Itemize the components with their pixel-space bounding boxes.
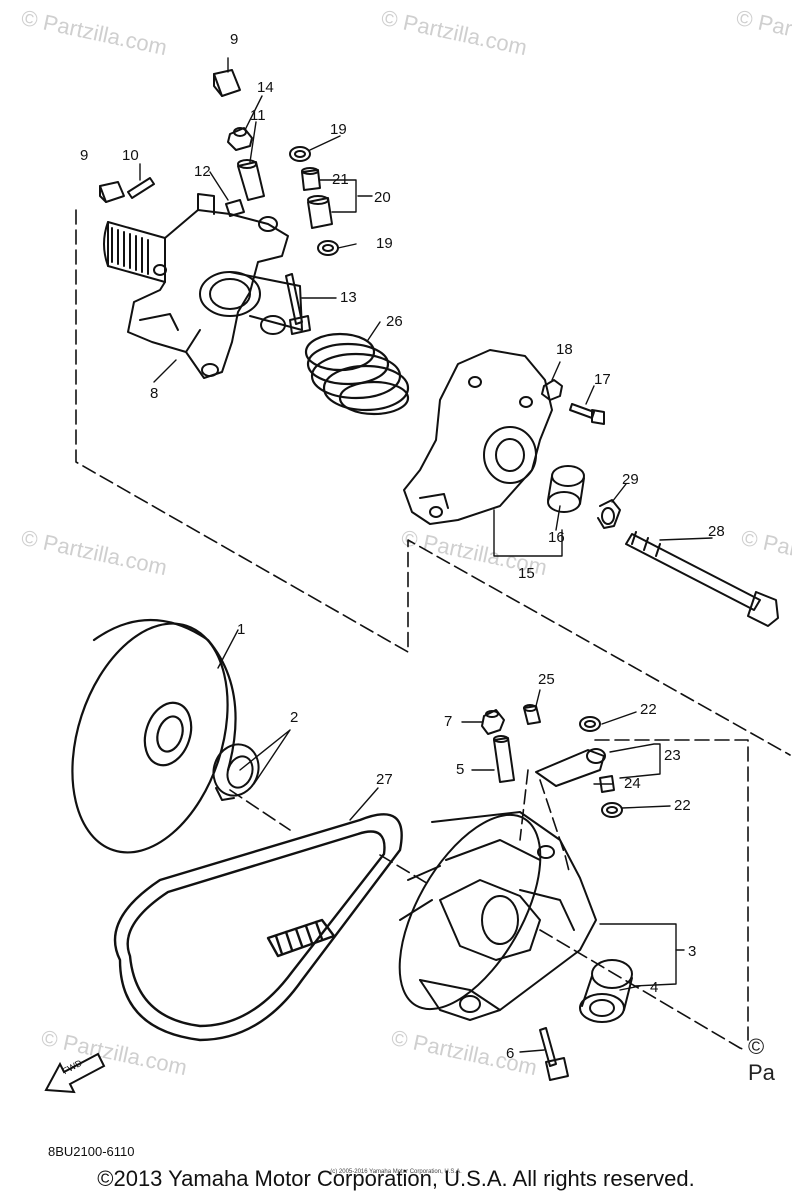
part-22-washer-b <box>601 802 623 818</box>
callout-25: 25 <box>538 671 555 688</box>
part-26-spring <box>304 332 410 416</box>
part-23-roller-arm <box>535 748 606 787</box>
callout-17: 17 <box>594 371 611 388</box>
edge-watermark: © Pa <box>748 1034 775 1085</box>
diagram-code: 8BU2100-6110 <box>48 1144 135 1159</box>
callout-16: 16 <box>548 529 565 546</box>
leader-lines <box>139 57 713 1053</box>
callout-14: 14 <box>257 79 274 96</box>
callout-19b: 19 <box>376 235 393 252</box>
callout-5: 5 <box>456 761 465 778</box>
part-9-weight-b <box>99 181 125 203</box>
callout-2: 2 <box>290 709 299 726</box>
small-copyright: (c) 2005-2016 Yamaha Motor Corporation, … <box>330 1169 462 1175</box>
part-27-belt <box>113 813 403 1042</box>
callout-19a: 19 <box>330 121 347 138</box>
assembly-dash-lines <box>75 209 791 1051</box>
part-19-washer-b <box>317 240 339 256</box>
callout-10: 10 <box>122 147 139 164</box>
part-6-bolt <box>539 1027 569 1081</box>
part-4-bushing <box>579 959 633 1023</box>
part-20-bush <box>307 195 333 229</box>
part-25-pin <box>523 704 541 725</box>
callout-4: 4 <box>650 979 659 996</box>
callout-9b: 9 <box>80 147 89 164</box>
part-16-bushing <box>547 465 585 513</box>
part-21-collar <box>301 167 321 191</box>
part-14-nut <box>227 127 253 151</box>
part-5-pin <box>493 735 515 783</box>
part-22-washer-a <box>579 716 601 732</box>
part-7-nut <box>481 709 505 735</box>
part-19-washer-a <box>289 146 311 162</box>
callout-23: 23 <box>664 747 681 764</box>
part-1-sheave <box>71 618 237 854</box>
callout-9a: 9 <box>230 31 239 48</box>
part-15-cover <box>403 349 553 525</box>
part-18-nut <box>541 379 563 401</box>
part-2-collar <box>212 743 260 801</box>
callout-11: 11 <box>250 107 266 124</box>
part-8-hub <box>103 193 303 379</box>
part-9-weight-a <box>213 69 241 97</box>
callout-26: 26 <box>386 313 403 330</box>
part-24-pin <box>599 775 615 793</box>
callout-8: 8 <box>150 385 159 402</box>
callout-7: 7 <box>444 713 453 730</box>
callout-15: 15 <box>518 565 535 582</box>
part-13-bolt <box>285 273 311 335</box>
callout-21: 21 <box>332 171 349 188</box>
callout-13: 13 <box>340 289 357 306</box>
callout-28: 28 <box>708 523 725 540</box>
part-12-bolt <box>225 199 245 217</box>
callout-22a: 22 <box>640 701 657 718</box>
part-29-clip <box>597 499 621 529</box>
callout-22b: 22 <box>674 797 691 814</box>
callout-20: 20 <box>374 189 391 206</box>
part-10-pin <box>127 177 155 199</box>
part-3-assembly <box>398 811 597 1021</box>
fwd-arrow-icon <box>44 1052 106 1094</box>
callout-12: 12 <box>194 163 211 180</box>
callout-24: 24 <box>624 775 641 792</box>
callout-3: 3 <box>688 943 697 960</box>
part-17-bolt <box>569 403 605 425</box>
callout-6: 6 <box>506 1045 515 1062</box>
part-11-pin <box>237 159 265 201</box>
callout-18: 18 <box>556 341 573 358</box>
part-28-bolt <box>625 531 779 627</box>
copyright-notice: ©2013 Yamaha Motor Corporation, U.S.A. A… <box>97 1166 695 1191</box>
callout-29: 29 <box>622 471 639 488</box>
callout-27: 27 <box>376 771 393 788</box>
callout-1: 1 <box>237 621 246 638</box>
